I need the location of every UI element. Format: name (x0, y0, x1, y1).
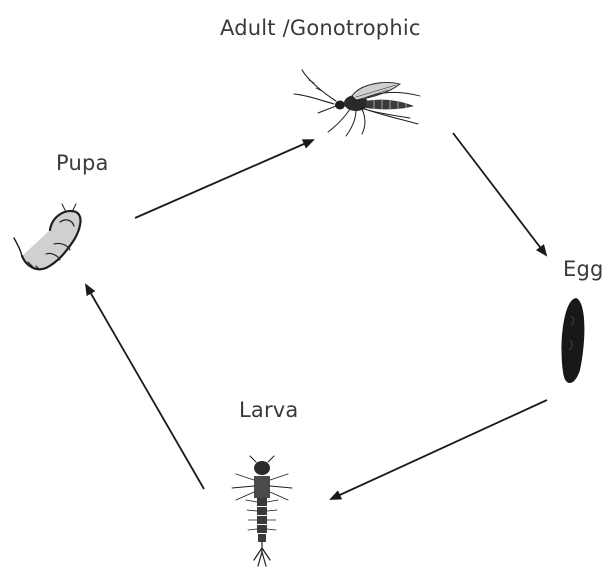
pupa-stage-label: Pupa (56, 151, 109, 175)
arrow-egg-to-larva (331, 400, 547, 499)
adult-stage-label: Adult /Gonotrophic (220, 16, 421, 40)
pupa-icon (14, 204, 80, 270)
larva-stage-label: Larva (239, 398, 299, 422)
arrow-larva-to-pupa (86, 285, 204, 489)
larva-icon (232, 456, 292, 566)
mosquito-icon (294, 70, 420, 136)
egg-stage-label: Egg (563, 257, 604, 281)
egg-icon (562, 298, 585, 383)
arrow-adult-to-egg (453, 133, 546, 255)
arrow-pupa-to-adult (135, 140, 313, 218)
